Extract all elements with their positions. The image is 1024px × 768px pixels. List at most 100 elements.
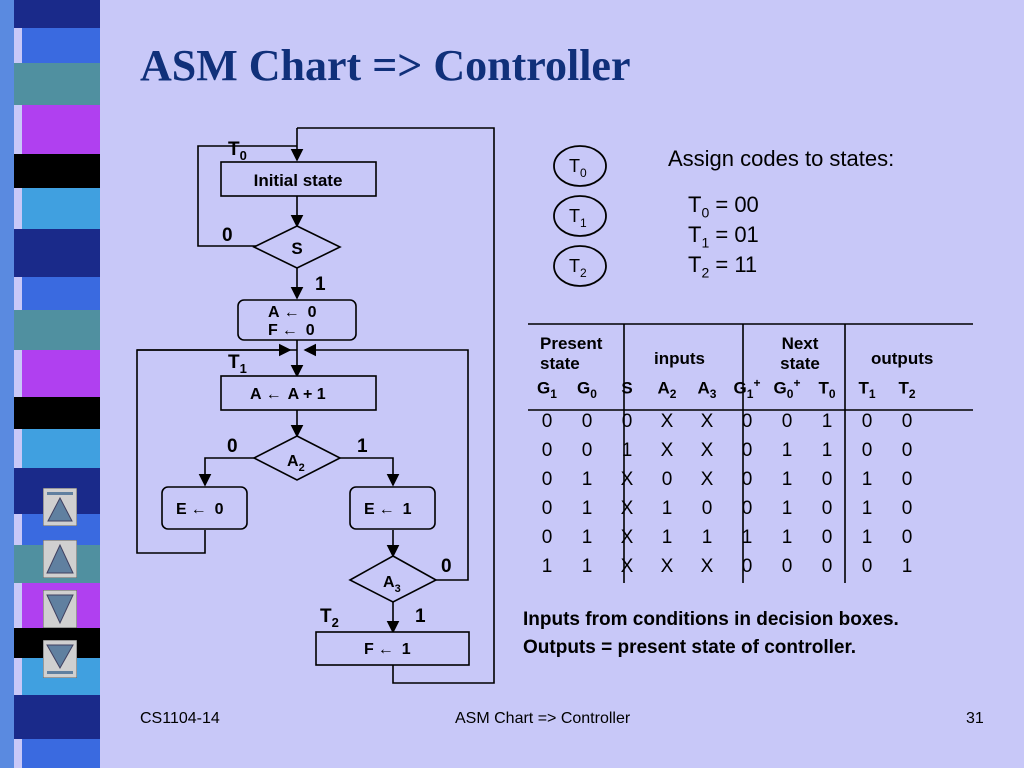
decision-a2 — [252, 435, 342, 481]
a-clear-label: A←0 — [268, 304, 317, 321]
table-cell: X — [620, 497, 634, 519]
table-cell: 0 — [821, 526, 833, 548]
table-cell: 0 — [741, 468, 753, 490]
table-cell: 1 — [781, 468, 793, 490]
f-one-label: F←1 — [364, 641, 411, 658]
table-cell: X — [660, 410, 674, 432]
e-zero-box — [161, 486, 248, 530]
stripe-block — [22, 277, 100, 310]
table-cell: 1 — [581, 497, 593, 519]
table-cell: 1 — [581, 526, 593, 548]
state-circle-t2 — [553, 245, 607, 287]
table-cell: 0 — [901, 410, 913, 432]
slide-title: ASM Chart => Controller — [140, 41, 631, 90]
column-header: T1 — [858, 379, 876, 402]
table-cell: 0 — [861, 439, 873, 461]
initial-state-box — [220, 161, 377, 197]
table-cell: 1 — [781, 497, 793, 519]
s-zero-label: 0 — [222, 225, 233, 246]
decision-s-label: S — [291, 239, 302, 258]
header-next-state: Next state — [780, 334, 820, 373]
table-cell: 0 — [901, 439, 913, 461]
e-one-label: E←1 — [364, 501, 412, 518]
stripe-block — [22, 188, 100, 229]
footer-course: CS1104-14 — [140, 710, 220, 727]
state-circle-t2-label: T2 — [569, 256, 587, 280]
t1-state-label: T1 — [228, 352, 247, 376]
table-cell: 0 — [541, 497, 553, 519]
table-cell: X — [620, 555, 634, 577]
table-grid-lines — [528, 323, 973, 583]
table-cell: X — [620, 468, 634, 490]
table-cell: X — [700, 439, 714, 461]
stripe-block — [14, 63, 100, 105]
header-inputs: inputs — [654, 349, 705, 368]
table-cell: 1 — [781, 439, 793, 461]
table-cell: 1 — [541, 555, 553, 577]
table-cell: 1 — [821, 410, 833, 432]
decorative-stripe — [0, 0, 120, 768]
stripe-block — [14, 695, 100, 739]
table-cell: 1 — [701, 526, 713, 548]
table-cell: 0 — [741, 497, 753, 519]
previous-slide-icon[interactable] — [43, 540, 77, 578]
table-cell: 0 — [661, 468, 673, 490]
column-header: G0+ — [773, 376, 801, 402]
table-cell: 0 — [541, 468, 553, 490]
column-header: G0 — [577, 379, 597, 402]
table-cell: 0 — [621, 410, 633, 432]
decision-a3 — [348, 555, 438, 603]
table-cell: 0 — [861, 555, 873, 577]
s-one-label: 1 — [315, 274, 326, 295]
header-outputs: outputs — [871, 349, 934, 368]
table-cell: 0 — [821, 555, 833, 577]
column-header: G1+ — [733, 376, 761, 402]
note-line-1: Inputs from conditions in decision boxes… — [523, 609, 899, 630]
t2-state-label: T2 — [320, 606, 339, 630]
table-cell: 1 — [901, 555, 913, 577]
a2-one-label: 1 — [357, 436, 368, 457]
state-circle-t0-label: T0 — [569, 156, 587, 180]
table-cell: 1 — [861, 526, 873, 548]
code-t0: T0 = 00 — [688, 192, 759, 221]
table-cell: 1 — [821, 439, 833, 461]
header-present-state: Present state — [540, 334, 603, 373]
table-cell: 0 — [541, 526, 553, 548]
table-cell: X — [660, 439, 674, 461]
table-cell: X — [700, 410, 714, 432]
footer-title: ASM Chart => Controller — [455, 710, 631, 727]
notes: Inputs from conditions in decision boxes… — [523, 606, 899, 662]
table-cell: 1 — [581, 468, 593, 490]
decision-a2-label: A2 — [287, 453, 305, 474]
next-slide-icon[interactable] — [43, 590, 77, 628]
state-circles: T0 T1 T2 — [553, 145, 607, 287]
note-line-2: Outputs = present state of controller. — [523, 637, 857, 658]
table-cell: 1 — [781, 526, 793, 548]
stripe-block — [14, 154, 100, 188]
table-cell: 1 — [581, 555, 593, 577]
stripe-block — [14, 229, 100, 277]
table-cell: 0 — [821, 468, 833, 490]
table-cell: 0 — [581, 439, 593, 461]
last-slide-icon[interactable] — [43, 640, 77, 678]
code-t1: T1 = 01 — [688, 222, 759, 251]
state-circle-t0 — [553, 145, 607, 187]
initial-state-label: Initial state — [254, 171, 343, 190]
e-zero-label: E←0 — [176, 501, 224, 518]
stripe-block — [22, 739, 100, 768]
table-cell: 1 — [861, 497, 873, 519]
table-cell: X — [660, 555, 674, 577]
column-header: T0 — [818, 379, 836, 402]
f-one-box — [315, 631, 470, 666]
table-cell: 1 — [621, 439, 633, 461]
table-cell: 0 — [781, 555, 793, 577]
state-circle-t1-label: T1 — [569, 206, 587, 230]
clear-a-f-box — [237, 299, 357, 341]
first-slide-icon[interactable] — [43, 488, 77, 526]
table-cell: 0 — [821, 497, 833, 519]
footer-page-number: 31 — [966, 710, 984, 727]
